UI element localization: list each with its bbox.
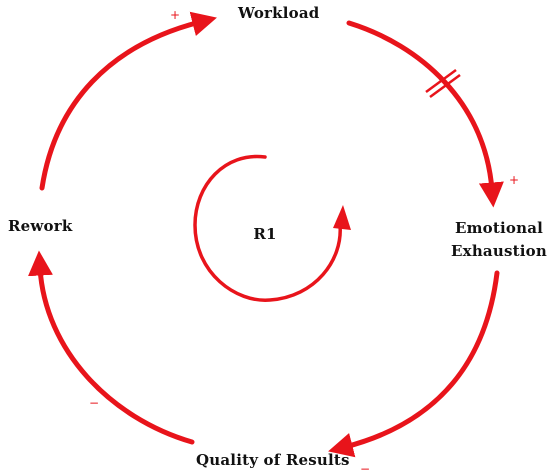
polarity-rework-to-workload: + <box>170 8 181 22</box>
polarity-emotional-exhaustion-to-quality: − <box>360 462 371 475</box>
link-rework-to-workload <box>39 11 217 191</box>
link-workload-to-emotional-exhaustion <box>346 20 504 208</box>
node-emotional-exhaustion-line1: Emotional <box>454 219 544 237</box>
polarity-workload-to-emotional-exhaustion: + <box>509 173 520 187</box>
polarity-quality-to-rework: − <box>89 396 100 410</box>
loop-r1-symbol <box>193 154 342 302</box>
loop-r1-arrowhead <box>333 205 351 230</box>
link-emotional-exhaustion-to-quality <box>328 270 500 458</box>
delay-mark <box>425 68 461 99</box>
node-quality-of-results: Quality of Results <box>196 451 350 469</box>
node-emotional-exhaustion-line2: Exhaustion <box>451 242 547 260</box>
link-quality-to-rework <box>27 250 195 445</box>
loop-label-r1: R1 <box>253 225 277 243</box>
node-rework: Rework <box>8 217 73 235</box>
node-workload: Workload <box>238 4 320 22</box>
